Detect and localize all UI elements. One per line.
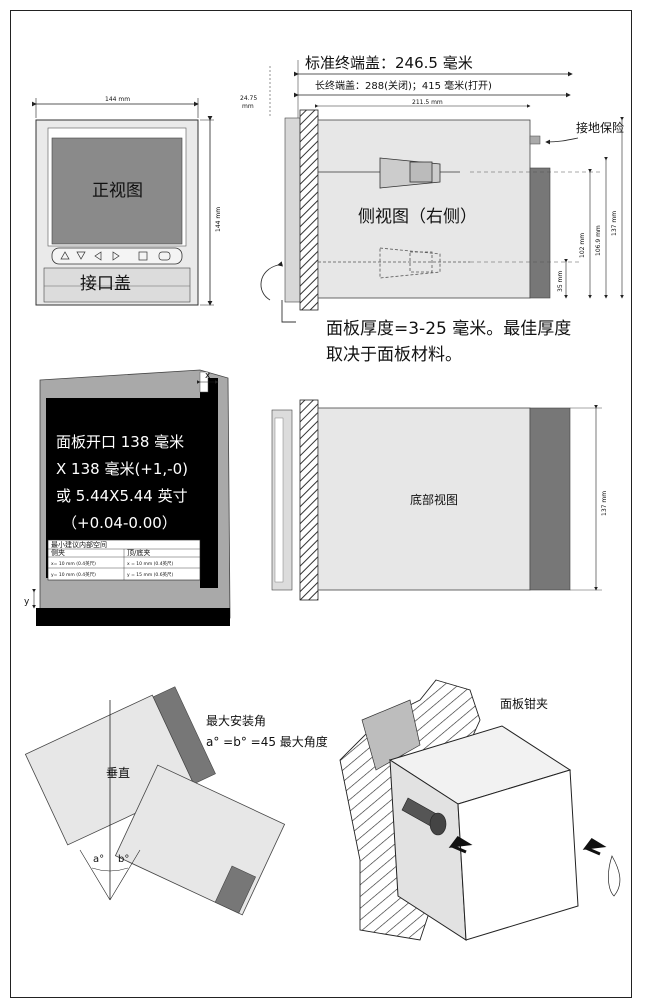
max-angle-title: 最大安装角 <box>206 713 266 728</box>
cutout-x-label: x <box>205 371 211 381</box>
front-view: 144 mm 正视图 接口盖 144 mm <box>32 96 222 306</box>
dim-106: 106.9 mm <box>595 225 602 256</box>
clamp-screw <box>401 797 447 836</box>
space-table-r2c2: y = 15 mm (0.6英尺) <box>127 571 174 578</box>
bottom-view: 底部视图 137 mm <box>271 399 608 601</box>
panel-thickness-note-1: 面板厚度=3-25 毫米。最佳厚度 <box>326 319 571 339</box>
angle-a-label: a° <box>93 854 104 865</box>
side-view-title: 侧视图（右侧） <box>358 207 477 227</box>
panel-cutout: x y 面板开口 138 毫米 X 138 毫米(+1,-0) 或 5.44X5… <box>24 369 231 626</box>
cutout-y-label: y <box>24 597 30 607</box>
cutout-line-4: （+0.04-0.00） <box>62 514 177 532</box>
space-table-r1c1: x= 10 mm (0.4英尺) <box>51 560 96 567</box>
dim-102: 102 mm <box>579 233 586 258</box>
angle-b-label: b° <box>118 854 129 865</box>
connector-dashed <box>318 247 470 279</box>
page-frame <box>10 10 632 998</box>
panel-clamp: 面板钳夹 <box>339 679 621 941</box>
front-button-row <box>60 251 171 261</box>
bottom-view-title: 底部视图 <box>410 492 458 507</box>
space-table-r1c2: x = 10 mm (0.4英尺) <box>127 560 174 567</box>
vertical-label: 垂直 <box>106 766 130 780</box>
connector-solid <box>318 157 460 189</box>
standard-cover-dim: 标准终端盖：246.5 毫米 <box>305 54 473 72</box>
space-table-r2c1: y= 10 mm (0.4英尺) <box>51 571 96 578</box>
long-cover-dim: 长终端盖：288(关闭)；415 毫米(打开) <box>315 79 492 92</box>
cutout-line-1: 面板开口 138 毫米 <box>56 433 184 451</box>
front-width-dim: 144 mm <box>105 96 130 103</box>
dim-137: 137 mm <box>611 211 618 236</box>
front-height-dim: 144 mm <box>215 207 222 232</box>
dim-35: 35 mm <box>557 271 564 292</box>
side-view: 标准终端盖：246.5 毫米 长终端盖：288(关闭)；415 毫米(打开) 2… <box>240 54 624 365</box>
panel-thickness-note-2: 取决于面板材料。 <box>326 345 462 365</box>
top-offset-unit: mm <box>242 103 254 110</box>
cutout-line-2: X 138 毫米(+1,-0) <box>56 460 188 478</box>
max-angle-formula: a° =b° =45 最大角度 <box>206 734 328 749</box>
depth-dim: 211.5 mm <box>412 99 443 106</box>
front-view-title: 正视图 <box>92 181 143 201</box>
mounting-angle: 垂直 a° b° 最大安装角 a° =b° =45 最大角度 <box>24 686 328 916</box>
ground-fuse-label: 接地保险 <box>576 120 624 135</box>
panel-clamp-title: 面板钳夹 <box>500 697 548 711</box>
space-table-col-1: 侧夹 <box>51 548 65 557</box>
space-table-title: 最小建议内部空间 <box>51 540 107 549</box>
top-offset-dim: 24.75 <box>240 95 257 102</box>
cutout-line-3: 或 5.44X5.44 英寸 <box>56 487 188 505</box>
bottom-height-dim: 137 mm <box>601 491 608 516</box>
interface-cover-label: 接口盖 <box>80 274 131 294</box>
space-table-col-2: 顶/底夹 <box>127 548 150 557</box>
